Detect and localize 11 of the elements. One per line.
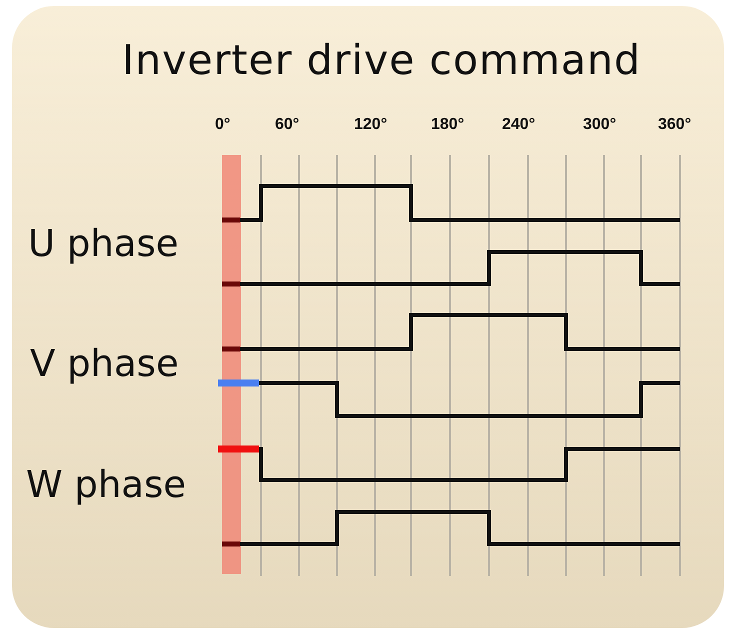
axis-tick-label: 120° bbox=[354, 116, 388, 134]
axis-tick-label: 0° bbox=[215, 116, 230, 134]
axis-tick-label: 360° bbox=[658, 116, 692, 134]
axis-tick-label: 180° bbox=[431, 116, 464, 134]
phase-label: V phase bbox=[30, 342, 179, 385]
title: Inverter drive command bbox=[122, 36, 642, 84]
axis-tick-label: 60° bbox=[275, 116, 300, 134]
axis-tick-label: 240° bbox=[502, 116, 536, 134]
phase-label: W phase bbox=[26, 463, 186, 506]
axis-tick-label: 300° bbox=[583, 116, 616, 134]
phase-label: U phase bbox=[28, 222, 178, 265]
